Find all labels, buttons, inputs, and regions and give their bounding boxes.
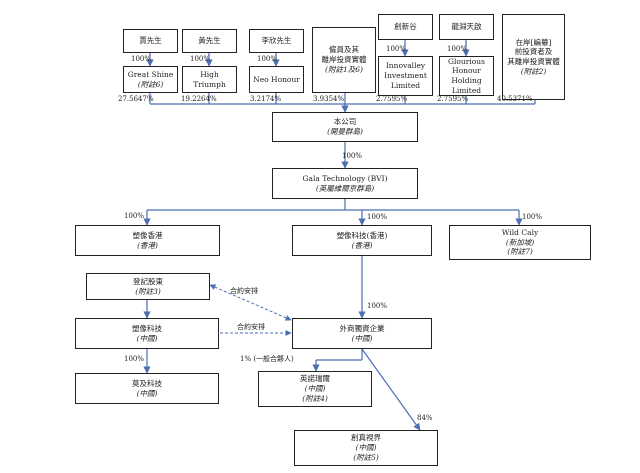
pct-huang-high-triumph: 100% xyxy=(190,55,211,63)
wild-caly-box: Wild Caly (新加坡) (附註7) xyxy=(449,225,591,260)
suxiang-tech-hk-note: (香港) xyxy=(351,240,373,250)
glourious-line1: Glourious xyxy=(448,56,485,66)
neo-honour-box: Neo Honour xyxy=(249,66,304,93)
mr-jia-box: 賈先生 xyxy=(123,29,178,53)
suxiang-hk-box: 塑像香港 (香港) xyxy=(75,225,220,256)
chuangxingu-box: 創新谷 xyxy=(378,14,433,40)
high-triumph-box: High Triumph xyxy=(182,66,237,93)
yingnuoruiyu-note2: (附註4) xyxy=(302,393,328,403)
onshore-investors-box: 在岸[編纂] 前投資者及 其離岸投資實體 (附註2) xyxy=(502,14,565,100)
yingnuoruiyu-note1: (中國) xyxy=(304,384,326,394)
glourious-box: Glourious Honour Holding Limited xyxy=(439,56,494,96)
contract-label-2: 合約安排 xyxy=(237,323,265,331)
mr-li-label: 李欣先生 xyxy=(261,36,292,46)
pct-tech-mojiketech: 100% xyxy=(124,355,145,363)
glourious-line2: Honour Holding xyxy=(451,66,482,85)
chuangzhenshijie-note1: (中國) xyxy=(355,443,377,453)
suxiang-tech-label: 塑像科技 xyxy=(132,323,162,333)
mojiketech-label: 莫及科技 xyxy=(132,378,162,388)
neo-honour-label: Neo Honour xyxy=(253,74,300,84)
pct-company-gala: 100% xyxy=(342,152,363,160)
mr-li-box: 李欣先生 xyxy=(249,29,304,53)
pct-longyuan-glourious: 100% xyxy=(447,45,468,53)
gp-label: 1% (一般合夥人) xyxy=(240,355,294,363)
suxiang-hk-note: (香港) xyxy=(137,240,158,250)
glourious-line3: Limited xyxy=(451,85,482,95)
mr-huang-label: 黃先生 xyxy=(198,36,221,46)
employees-line1: 僱員及其 xyxy=(329,45,359,55)
chuangzhenshijie-label: 創真視界 xyxy=(351,433,381,443)
contract-label-1: 合約安排 xyxy=(230,287,258,295)
registered-holders-note: (附註3) xyxy=(135,286,161,296)
pct-tech-hk-wfoe: 100% xyxy=(367,302,388,310)
company-note: (開曼群島) xyxy=(327,127,363,136)
gala-technology-box: Gala Technology (BVI) (英屬維爾京群島) xyxy=(272,168,418,199)
company-box: 本公司 (開曼群島) xyxy=(272,112,418,142)
onshore-line2: 前投資者及 xyxy=(514,47,553,57)
pct-gala-suxiang-hk: 100% xyxy=(124,212,145,220)
innovalley-line3: Limited xyxy=(390,80,421,90)
stake-employees: 3.9354% xyxy=(313,95,345,103)
wild-caly-note2: (附註7) xyxy=(507,247,533,257)
onshore-line1: 在岸[編纂] xyxy=(515,37,552,47)
mr-jia-label: 賈先生 xyxy=(139,36,162,46)
longyuantianqi-label: 龍淵天啟 xyxy=(451,22,482,32)
chuangzhenshijie-note2: (附註5) xyxy=(353,452,379,462)
gala-name: Gala Technology (BVI) xyxy=(302,173,388,183)
stake-high-triumph: 19.2264% xyxy=(181,95,217,103)
employees-box: 僱員及其 離岸投資實體 (附註1及6) xyxy=(312,27,376,93)
wild-caly-note1: (新加坡) xyxy=(505,237,535,247)
stake-onshore: 40.5371% xyxy=(497,95,533,103)
pct-gala-suxiang-tech-hk: 100% xyxy=(367,213,388,221)
company-name: 本公司 xyxy=(333,117,357,127)
stake-great-shine: 27.5647% xyxy=(118,95,154,103)
pct-li-neo-honour: 100% xyxy=(257,55,278,63)
high-triumph-line1: High xyxy=(200,69,219,79)
wfoe-note: (中國) xyxy=(351,333,373,343)
great-shine-note: (附註6) xyxy=(137,79,164,89)
chuangxingu-label: 創新谷 xyxy=(394,22,417,32)
suxiang-tech-hk-box: 塑像科技(香港) (香港) xyxy=(292,225,432,256)
onshore-line3: 其離岸投資實體 xyxy=(507,57,560,66)
innovalley-line2: Investment xyxy=(384,71,427,81)
registered-holders-box: 登記股東 (附註3) xyxy=(86,273,210,300)
pct-jia-great-shine: 100% xyxy=(131,55,152,63)
yingnuoruiyu-label: 英諾瑞爾 xyxy=(300,374,330,384)
employees-line2: 離岸投資實體 xyxy=(321,55,367,65)
wild-caly-label: Wild Caly xyxy=(501,227,539,237)
mojiketech-note: (中國) xyxy=(136,388,158,398)
high-triumph-line2: Triumph xyxy=(193,79,226,89)
pct-84-label: 84% xyxy=(417,414,433,422)
longyuantianqi-box: 龍淵天啟 xyxy=(439,14,494,40)
wfoe-box: 外商獨資企業 (中國) xyxy=(292,318,432,349)
gala-note: (英屬維爾京群島) xyxy=(315,183,375,193)
suxiang-tech-box: 塑像科技 (中國) xyxy=(75,318,219,349)
mr-huang-box: 黃先生 xyxy=(182,29,237,53)
registered-holders-label: 登記股東 xyxy=(133,276,163,286)
innovalley-box: Innovalley Investment Limited xyxy=(378,56,433,96)
mojiketech-box: 莫及科技 (中國) xyxy=(75,373,219,404)
innovalley-line1: Innovalley xyxy=(385,61,426,71)
stake-innovalley: 2.7595% xyxy=(376,95,408,103)
pct-gala-wild-caly: 100% xyxy=(522,213,543,221)
onshore-note: (附註2) xyxy=(520,66,547,76)
yingnuoruiyu-box: 英諾瑞爾 (中國) (附註4) xyxy=(258,371,372,407)
suxiang-hk-label: 塑像香港 xyxy=(132,230,163,240)
suxiang-tech-note: (中國) xyxy=(136,333,158,343)
wfoe-label: 外商獨資企業 xyxy=(339,323,385,333)
stake-neo-honour: 3.2174% xyxy=(250,95,282,103)
great-shine-label: Great Shine xyxy=(127,69,174,79)
great-shine-box: Great Shine (附註6) xyxy=(123,66,178,93)
stake-glourious: 2.7595% xyxy=(437,95,469,103)
pct-chuangxingu-innovalley: 100% xyxy=(386,45,407,53)
chuangzhenshijie-box: 創真視界 (中國) (附註5) xyxy=(294,430,438,466)
employees-note: (附註1及6) xyxy=(325,64,363,74)
suxiang-tech-hk-label: 塑像科技(香港) xyxy=(336,230,388,240)
